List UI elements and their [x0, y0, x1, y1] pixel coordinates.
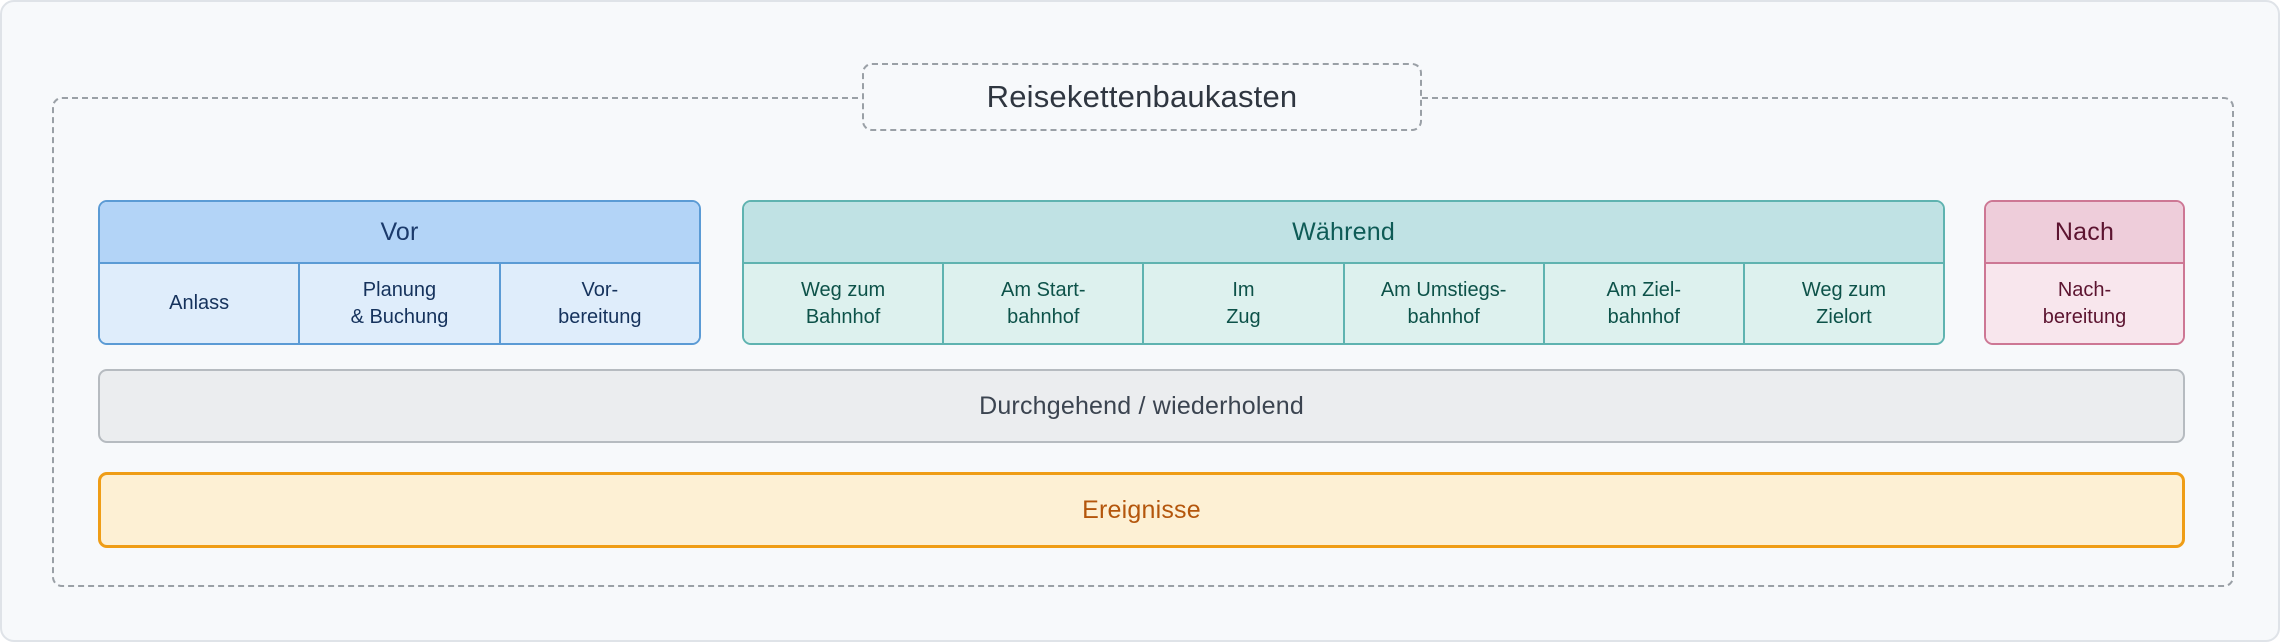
phase-group-vor[interactable]: Vor Anlass Planung & Buchung Vor- bereit…: [98, 200, 701, 345]
bar-durchgehend-label: Durchgehend / wiederholend: [979, 391, 1304, 420]
phase-cells-waehrend: Weg zum Bahnhof Am Start- bahnhof Im Zug…: [744, 264, 1943, 343]
phase-cell-am-zielbahnhof[interactable]: Am Ziel- bahnhof: [1545, 264, 1745, 343]
phase-header-nach: Nach: [1986, 202, 2183, 264]
phase-cell-nachbereitung[interactable]: Nach- bereitung: [2042, 278, 2127, 328]
phase-cell-weg-zum-zielort[interactable]: Weg zum Zielort: [1801, 278, 1886, 328]
phase-cell-planung-buchung[interactable]: Planung & Buchung: [300, 264, 501, 343]
bar-ereignisse-label: Ereignisse: [1082, 495, 1201, 524]
phase-cell-vorbereitung[interactable]: Vor- bereitung: [558, 278, 642, 328]
phase-header-waehrend: Während: [744, 202, 1943, 264]
phase-cell-am-startbahnhof[interactable]: Am Start- bahnhof: [944, 264, 1145, 343]
phase-cell-im-zug[interactable]: Im Zug: [1144, 264, 1345, 343]
phase-cells-vor: Anlass Planung & Buchung Vor- bereitung: [100, 264, 699, 343]
phase-cell-weg-zum-bahnhof[interactable]: Weg zum Bahnhof: [744, 264, 945, 343]
phase-cell-am-umstiegsbahnhof[interactable]: Am Umstiegs- bahnhof: [1345, 264, 1545, 343]
phase-group-waehrend[interactable]: Während Weg zum Bahnhof Am Start- bahnho…: [742, 200, 1945, 345]
phase-cells-nach: Nach- bereitung: [1986, 264, 2183, 343]
page-title: Reisekettenbaukasten: [986, 79, 1298, 114]
phase-cell-anlass[interactable]: Anlass: [100, 264, 301, 343]
phase-header-vor: Vor: [100, 202, 699, 264]
bar-ereignisse[interactable]: Ereignisse: [98, 472, 2185, 548]
diagram-title-box: Reisekettenbaukasten: [862, 63, 1422, 131]
phase-group-nach[interactable]: Nach Nach- bereitung: [1984, 200, 2185, 345]
bar-durchgehend-wiederholend[interactable]: Durchgehend / wiederholend: [98, 369, 2185, 443]
